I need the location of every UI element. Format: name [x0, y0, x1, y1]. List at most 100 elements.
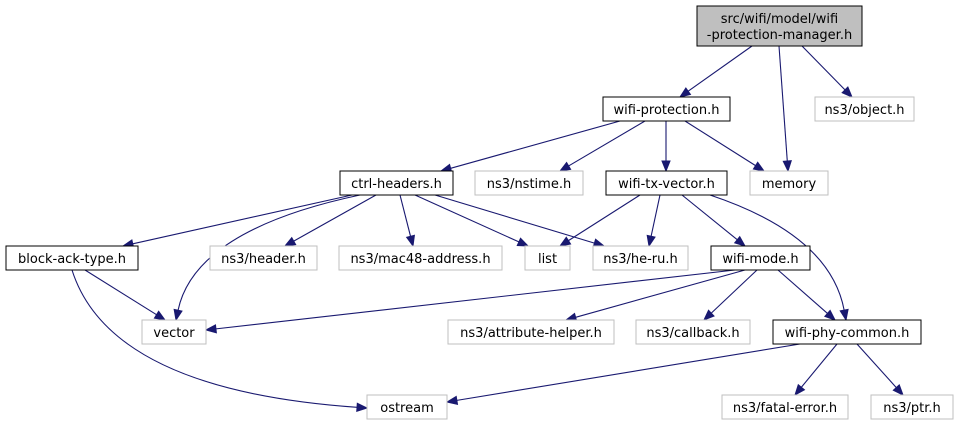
edge-line: [568, 120, 646, 167]
node-label: ns3/header.h: [221, 252, 306, 267]
node-block-ack-type[interactable]: block-ack-type.h: [5, 245, 139, 271]
edge-wifi-mode-to-wifi-phy-common: [777, 269, 837, 321]
edge-ctrl-headers-to-vector: [173, 194, 361, 322]
node-label: ns3/fatal-error.h: [733, 401, 837, 416]
node-wifi-tx-vector[interactable]: wifi-tx-vector.h: [605, 170, 728, 196]
node-box: [592, 245, 689, 271]
node-box: [721, 394, 849, 420]
edge-line: [681, 194, 738, 241]
arrowhead: [839, 308, 849, 322]
edge-wifi-phy-common-to-ns3-ptr: [856, 343, 904, 396]
node-box: [447, 319, 615, 345]
edge-root-to-wifi-protection: [678, 45, 753, 98]
edge-wifi-tx-vector-to-wifi-mode: [681, 194, 747, 247]
edge-line: [414, 194, 520, 243]
edge-wifi-protection-to-ctrl-headers: [439, 120, 621, 173]
node-label: wifi-tx-vector.h: [618, 177, 715, 192]
node-ns3-object: ns3/object.h: [814, 96, 915, 122]
edge-wifi-phy-common-to-ns3-fatal-error: [794, 343, 838, 397]
node-ns3-mac48: ns3/mac48-address.h: [338, 245, 503, 271]
node-box: [696, 5, 863, 47]
node-ns3-attribute-helper: ns3/attribute-helper.h: [447, 319, 615, 345]
arrowhead: [405, 234, 415, 248]
edge-wifi-tx-vector-to-wifi-phy-common: [709, 194, 849, 322]
node-label: ns3/mac48-address.h: [350, 252, 490, 267]
arrowhead: [646, 234, 656, 248]
node-ostream: ostream: [366, 394, 448, 420]
edge-line: [777, 269, 828, 314]
node-box: [209, 245, 318, 271]
node-label: ns3/object.h: [824, 103, 904, 118]
node-label: vector: [153, 326, 195, 341]
edge-line: [800, 343, 838, 388]
node-ns3-ptr: ns3/ptr.h: [870, 394, 954, 420]
edge-line: [399, 194, 412, 237]
edge-line: [71, 269, 358, 408]
node-box: [366, 394, 448, 420]
arrowhead: [841, 86, 853, 98]
node-ns3-header: ns3/header.h: [209, 245, 318, 271]
edge-line: [710, 269, 758, 314]
node-label: ns3/he-ru.h: [603, 252, 678, 267]
node-box: [814, 96, 915, 122]
edge-wifi-protection-to-memory: [684, 120, 766, 172]
edge-line: [801, 45, 846, 91]
edge-line: [687, 45, 753, 92]
node-wifi-mode[interactable]: wifi-mode.h: [710, 245, 811, 271]
edge-ctrl-headers-to-ns3-he-ru: [434, 194, 606, 248]
node-label: block-ack-type.h: [18, 252, 126, 267]
node-memory: memory: [749, 170, 829, 196]
node-label: memory: [762, 177, 817, 192]
edge-ctrl-headers-to-ns3-mac48: [399, 194, 415, 248]
edge-line: [856, 343, 897, 388]
edge-wifi-mode-to-ns3-callback: [703, 269, 758, 321]
arrowhead: [445, 395, 459, 405]
arrowhead: [558, 161, 572, 172]
arrowhead: [823, 309, 837, 321]
arrowhead: [558, 236, 572, 247]
node-ns3-callback: ns3/callback.h: [635, 319, 751, 345]
arrowhead: [173, 308, 183, 322]
edge-line: [650, 194, 661, 237]
node-label: ns3/attribute-helper.h: [460, 326, 602, 341]
arrowhead: [356, 402, 369, 412]
node-wifi-phy-common[interactable]: wifi-phy-common.h: [772, 319, 922, 345]
node-box: [338, 245, 503, 271]
arrowhead: [678, 87, 692, 98]
node-label: src/wifi/model/wifi: [721, 12, 838, 27]
edge-wifi-protection-to-wifi-tx-vector: [661, 121, 671, 173]
edges-layer: [71, 45, 904, 412]
edge-line: [568, 194, 641, 242]
node-box: [635, 319, 751, 345]
edge-ctrl-headers-to-ns3-header: [283, 194, 377, 247]
edge-wifi-protection-to-ns3-nstime: [558, 120, 646, 172]
edge-root-to-memory: [778, 45, 792, 173]
edge-line: [575, 269, 746, 318]
arrowhead: [204, 324, 217, 334]
edge-line: [434, 194, 595, 244]
arrowhead: [794, 383, 806, 397]
node-label: ns3/callback.h: [646, 326, 739, 341]
node-box: [474, 170, 584, 196]
edge-block-ack-type-to-vector: [84, 269, 167, 321]
node-box: [339, 170, 454, 196]
node-ctrl-headers[interactable]: ctrl-headers.h: [339, 170, 454, 196]
edge-wifi-tx-vector-to-list: [558, 194, 641, 247]
arrowhead: [283, 236, 297, 247]
node-label: ctrl-headers.h: [351, 177, 442, 192]
node-root[interactable]: src/wifi/model/wifi-protection-manager.h: [696, 5, 863, 47]
node-label: -protection-manager.h: [707, 28, 852, 43]
edge-block-ack-type-to-ostream: [71, 269, 369, 412]
node-box: [870, 394, 954, 420]
arrowhead: [782, 160, 792, 173]
edge-line: [778, 45, 788, 162]
node-box: [710, 245, 811, 271]
edge-line: [177, 194, 361, 311]
arrowhead: [752, 161, 766, 172]
edge-wifi-mode-to-ns3-attribute-helper: [564, 269, 746, 322]
node-ns3-he-ru: ns3/he-ru.h: [592, 245, 689, 271]
node-wifi-protection[interactable]: wifi-protection.h: [602, 96, 731, 122]
node-ns3-nstime: ns3/nstime.h: [474, 170, 584, 196]
edge-wifi-tx-vector-to-ns3-he-ru: [646, 194, 661, 248]
